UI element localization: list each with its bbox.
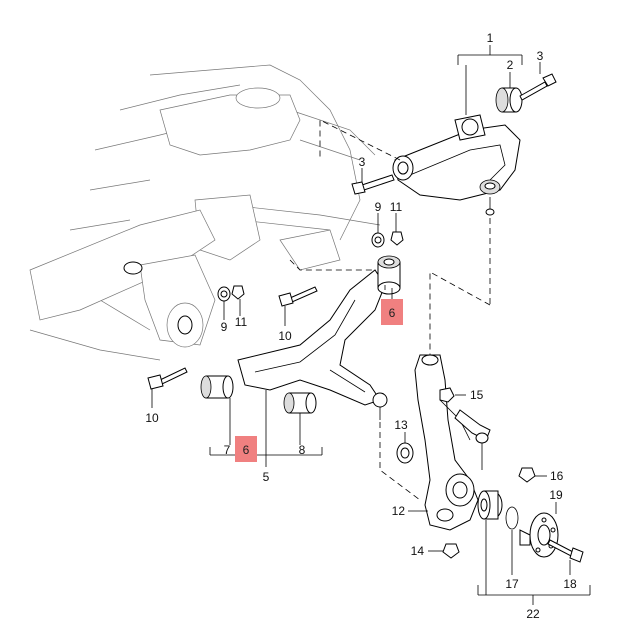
callout-22: 22 [526,607,540,621]
callout-5: 5 [263,470,270,484]
callout-14: 14 [411,544,425,558]
callout-6-right: 6 [389,306,396,320]
callout-17: 17 [505,577,519,591]
callout-6-bottom: 6 [243,443,250,457]
bushing-7 [200,375,234,399]
circlip [505,506,519,530]
lower-rear-bushing [377,255,401,295]
leader-lines [151,45,591,605]
callout-11-upper: 11 [390,200,403,214]
callout-10-middle: 10 [278,329,292,343]
assembly-lines [289,119,491,355]
callout-8: 8 [299,443,306,457]
callout-1: 1 [487,31,494,45]
hub-bolt [547,539,584,563]
subframe-background [29,64,381,361]
upper-control-arm [392,114,521,216]
nut-washer-left [217,285,245,302]
callout-7: 7 [224,443,231,457]
callout-16: 16 [550,469,564,483]
callout-9-left: 9 [221,320,228,334]
nut-15 [439,387,455,403]
wheel-bearing [477,490,503,520]
callout-13: 13 [394,418,408,432]
steering-knuckle [414,354,479,531]
bushing-8 [283,392,317,414]
callout-15: 15 [470,388,484,402]
bolt-10-middle [278,286,318,307]
callout-2: 2 [507,58,514,72]
highlight-box-bottom [235,436,257,462]
bolt-middle [351,174,395,195]
callout-3-top: 3 [537,49,544,63]
callout-10-lower: 10 [145,411,159,425]
nut-16 [518,467,536,483]
callout-12: 12 [392,504,406,518]
callout-18: 18 [563,577,577,591]
lower-control-arm [237,269,421,501]
callout-9-upper: 9 [375,200,382,214]
nut-washer-upper [371,231,404,248]
callout-labels: 1 2 3 3 9 11 9 11 10 10 6 6 7 8 5 13 15 … [145,31,577,621]
wheel-hub [519,512,559,558]
highlight-box-right [381,299,403,325]
callout-3-middle: 3 [359,155,366,169]
bolt-10-lower [147,367,188,390]
callout-19: 19 [549,488,563,502]
nut-14 [442,543,460,559]
bolt-top [519,73,557,101]
callout-11-left: 11 [235,315,248,329]
tie-rod-end [454,409,491,470]
washer-13 [396,442,414,464]
upper-bushing [495,87,523,113]
